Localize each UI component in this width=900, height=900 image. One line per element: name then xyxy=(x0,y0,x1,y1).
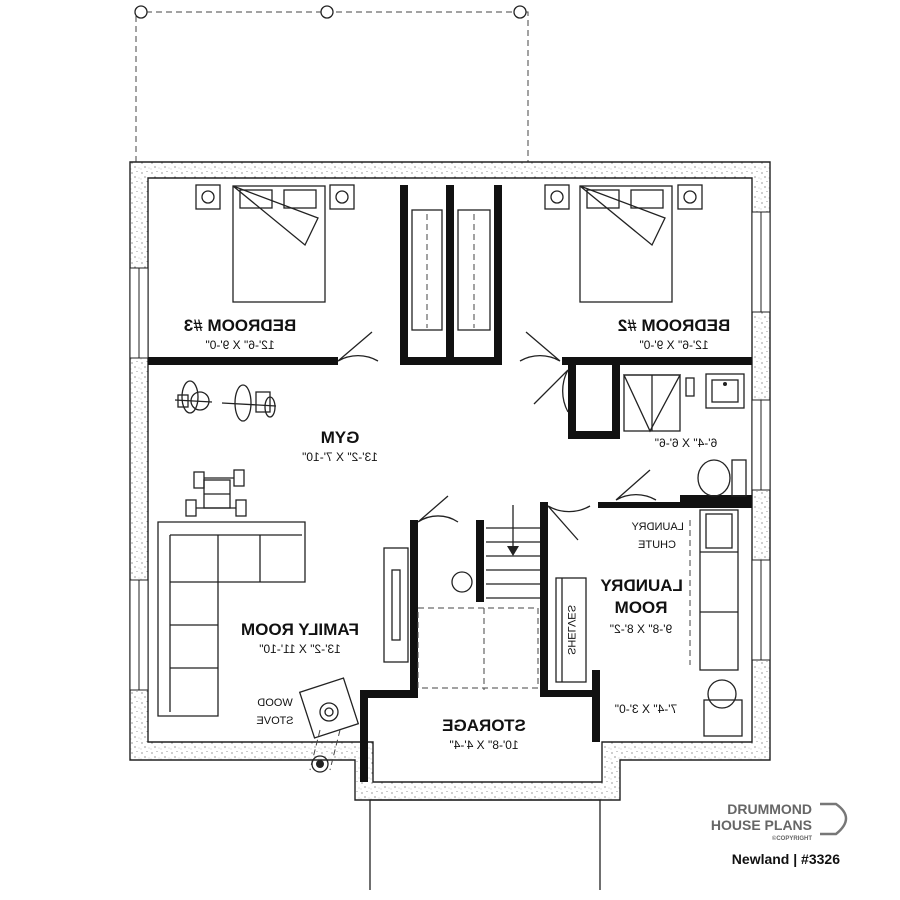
bathroom-dim: 6'-4" X 6'-6" xyxy=(655,436,717,450)
closet-dim: 7'-4" X 3'-0" xyxy=(615,702,677,716)
bedroom3-dim: 12'-6" X 9'-0" xyxy=(205,338,274,352)
laundry-room-name-line2: ROOM xyxy=(615,598,668,617)
logo-mark-icon xyxy=(820,802,848,836)
staircase xyxy=(417,505,540,690)
closets xyxy=(411,209,491,331)
doors xyxy=(337,331,657,541)
wood-stove-label-line2: STOVE xyxy=(256,715,293,727)
plan-caption: Newland | #3326 xyxy=(732,851,840,867)
sectional-sofa xyxy=(157,521,306,717)
foundation-wall xyxy=(129,161,771,801)
laundry-chute-label-line2: CHUTE xyxy=(638,539,676,551)
family-room-name: FAMILY ROOM xyxy=(241,620,359,639)
logo-line1: DRUMMOND xyxy=(727,801,812,817)
laundry-fixtures xyxy=(555,509,743,737)
bathroom-fixtures xyxy=(622,373,747,497)
storage-name: STORAGE xyxy=(442,716,526,735)
gym-dim: 13'-2" X 7'-10" xyxy=(302,450,378,464)
wood-stove-label-line1: WOOD xyxy=(257,697,292,709)
laundry-room-dim: 9'-8" X 8'-2" xyxy=(610,622,672,636)
logo-line2: HOUSE PLANS xyxy=(711,817,812,833)
gym-name: GYM xyxy=(321,428,360,447)
storage-dim: 10'-8" X 4'-4" xyxy=(449,738,518,752)
drummond-logo: DRUMMOND HOUSE PLANS ©COPYRIGHT xyxy=(711,801,848,842)
bedroom2-dim: 12'-6" X 9'-0" xyxy=(639,338,708,352)
laundry-chute-label-line1: LAUNDRY xyxy=(631,521,684,533)
family-room-dim: 13'-2" X 11'-10" xyxy=(259,642,341,656)
bedroom2-name: BEDROOM #2 xyxy=(618,316,730,335)
deck-outline xyxy=(134,5,529,162)
bed-bedroom2 xyxy=(544,184,703,303)
windows xyxy=(129,211,771,691)
tv-unit xyxy=(383,547,409,663)
laundry-room-name-line1: LAUNDRY xyxy=(600,576,683,595)
bed-bedroom3 xyxy=(195,184,355,303)
interior-walls xyxy=(148,185,752,782)
gym-equipment xyxy=(174,380,277,517)
exterior-step-outline xyxy=(369,799,601,890)
wood-stove xyxy=(298,677,360,773)
logo-copyright: ©COPYRIGHT xyxy=(772,835,812,842)
bedroom3-name: BEDROOM #3 xyxy=(184,316,296,335)
room-labels: BEDROOM #3 12'-6" X 9'-0" BEDROOM #2 12'… xyxy=(184,316,730,752)
shelves-label: SHELVES xyxy=(565,605,577,655)
